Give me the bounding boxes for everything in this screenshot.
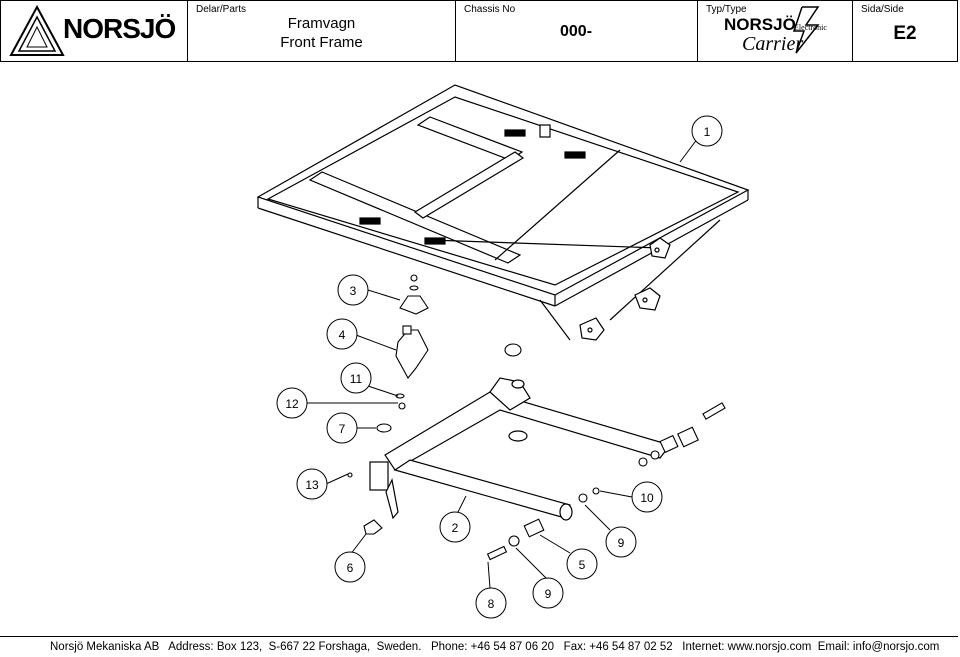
callout-7: 7 xyxy=(326,412,358,444)
callout-4: 4 xyxy=(326,318,358,350)
title-block: NORSJÖ Delar/Parts Framvagn Front Frame … xyxy=(0,0,958,62)
page-value: E2 xyxy=(893,23,917,44)
frame-part-1 xyxy=(256,84,750,341)
callout-label: 9 xyxy=(618,536,625,550)
callout-5: 5 xyxy=(566,548,598,580)
title-english: Front Frame xyxy=(280,34,363,51)
callout-label: 8 xyxy=(488,597,495,611)
axle-part-2 xyxy=(369,377,672,521)
type-label: Typ/Type xyxy=(706,4,747,15)
callout-label: 1 xyxy=(704,125,711,139)
callout-9-upper: 9 xyxy=(605,526,637,558)
callout-label: 9 xyxy=(545,587,552,601)
callout-1: 1 xyxy=(691,115,723,147)
type-brand: NORSJÖ xyxy=(724,15,796,34)
callout-label: 7 xyxy=(339,422,346,436)
callout-label: 13 xyxy=(305,478,319,492)
chassis-cell: Chassis No 000- xyxy=(456,1,698,61)
callout-leaders xyxy=(307,137,699,589)
callout-label: 5 xyxy=(579,558,586,572)
callout-label: 12 xyxy=(285,397,299,411)
callout-8: 8 xyxy=(475,587,507,619)
callout-12: 12 xyxy=(276,387,308,419)
contact-footer: Norsjö Mekaniska AB Address: Box 123, S-… xyxy=(0,636,958,657)
callout-label: 4 xyxy=(339,328,346,342)
footer-contact-text: Norsjö Mekaniska AB Address: Box 123, S-… xyxy=(50,641,940,653)
rubber-parts xyxy=(376,274,522,433)
lightning-icon xyxy=(792,6,820,54)
page-label: Sida/Side xyxy=(861,4,904,15)
callout-2: 2 xyxy=(439,511,471,543)
callout-label: 11 xyxy=(350,372,363,386)
callout-6: 6 xyxy=(334,551,366,583)
callout-13: 13 xyxy=(296,468,328,500)
callout-label: 3 xyxy=(350,284,357,298)
type-name: Carrier xyxy=(742,33,804,55)
logo-cell: NORSJÖ xyxy=(1,1,188,61)
callout-3: 3 xyxy=(337,274,369,306)
title-swedish: Framvagn xyxy=(287,15,356,32)
norsjo-logo-icon xyxy=(9,4,65,56)
exploded-view-drawing: 1 3 4 11 12 7 13 2 6 8 9 5 9 10 xyxy=(256,84,750,619)
callout-9-lower: 9 xyxy=(532,577,564,609)
chassis-label: Chassis No xyxy=(464,4,516,15)
chassis-value: 000- xyxy=(560,23,593,40)
bolts-and-bushings xyxy=(347,402,726,561)
callout-label: 2 xyxy=(452,521,459,535)
brand-logo-text: NORSJÖ xyxy=(63,13,176,44)
callout-10: 10 xyxy=(631,481,663,513)
callout-11: 11 xyxy=(340,362,372,394)
parts-label: Delar/Parts xyxy=(196,4,247,15)
type-cell: Typ/Type NORSJÖ Electronic Carrier xyxy=(698,1,853,61)
type-sub: Electronic xyxy=(794,23,827,32)
parts-cell: Delar/Parts Framvagn Front Frame xyxy=(188,1,456,61)
callout-label: 10 xyxy=(640,491,654,505)
callout-bubbles: 1 3 4 11 12 7 13 2 6 8 9 5 9 10 xyxy=(276,115,723,619)
callout-label: 6 xyxy=(347,561,354,575)
page-cell: Sida/Side E2 xyxy=(853,1,957,61)
